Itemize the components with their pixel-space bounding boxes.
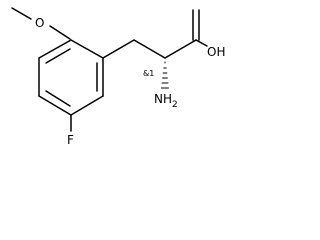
bond-methyl-o	[11, 7, 32, 20]
atom-oh: OH	[207, 45, 225, 59]
ring-bond-6	[38, 39, 72, 59]
ring-bond-1	[70, 39, 104, 59]
molecule-diagram: O OH NH2 F &1	[0, 0, 236, 156]
atom-nh2-main: NH	[154, 92, 172, 106]
ring-bond-4	[38, 95, 72, 116]
stereo-hash-bond	[160, 61, 170, 89]
stereo-descriptor: &1	[143, 69, 154, 78]
atom-f: F	[67, 133, 74, 147]
structure-drawing: O OH NH2 F &1	[11, 7, 225, 147]
ring-double-3	[45, 90, 71, 107]
ring-bond-3	[70, 95, 104, 116]
atom-o-methoxy: O	[35, 16, 44, 30]
bond-ring-ch2	[102, 39, 135, 59]
bond-o-ring	[49, 25, 71, 40]
atom-nh2-subscript: 2	[172, 100, 178, 110]
ring-double-1	[45, 48, 71, 64]
bond-alpha-carboxyl	[164, 39, 197, 59]
atom-nh2: NH2	[154, 92, 178, 110]
bond-carboxyl-oh	[195, 39, 208, 47]
bond-ch2-alpha	[133, 39, 166, 59]
